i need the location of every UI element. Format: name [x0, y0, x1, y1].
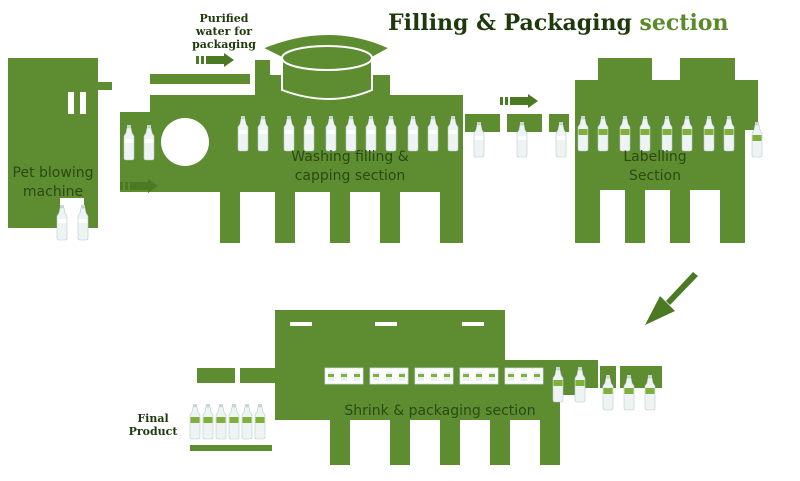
pet-blowing-label: Pet blowing machine	[12, 165, 94, 200]
final-product-bottles	[189, 403, 266, 440]
page-title: Filling & Packaging section	[388, 10, 728, 36]
washing-tank	[259, 33, 393, 100]
labelling-label: Labelling Section	[623, 149, 687, 184]
final-product-label: Final Product	[128, 412, 178, 438]
water-inflow-arrow	[196, 53, 234, 67]
washing-section-machine	[120, 60, 463, 243]
labelling-to-shrink-arrow	[645, 272, 698, 325]
title-main: Filling & Packaging	[388, 10, 632, 36]
transfer-blocks	[465, 114, 569, 132]
shrink-label: Shrink & packaging section	[344, 403, 536, 419]
shrink-section-slots	[290, 322, 484, 326]
title-sub: section	[639, 10, 729, 36]
washing-to-labelling-arrow	[500, 94, 538, 108]
washing-drum-opening	[161, 118, 209, 166]
purified-water-label: Purified water for packaging	[192, 12, 256, 51]
shrink-section-machine	[190, 310, 662, 465]
washing-label: Washing filling & capping section	[291, 149, 409, 184]
